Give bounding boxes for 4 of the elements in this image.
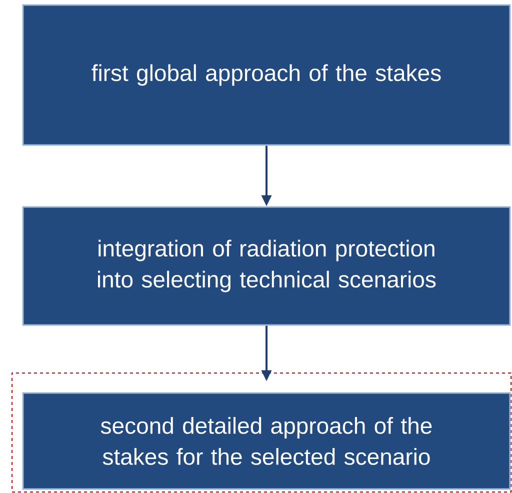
process-box: first global approach of the stakes [22, 4, 511, 146]
process-box: second detailed approach of the stakes for the selected scenario [22, 392, 511, 490]
group-frame [12, 372, 512, 492]
process-box: integration of radiation protection into selecting technical scenarios [22, 206, 511, 326]
